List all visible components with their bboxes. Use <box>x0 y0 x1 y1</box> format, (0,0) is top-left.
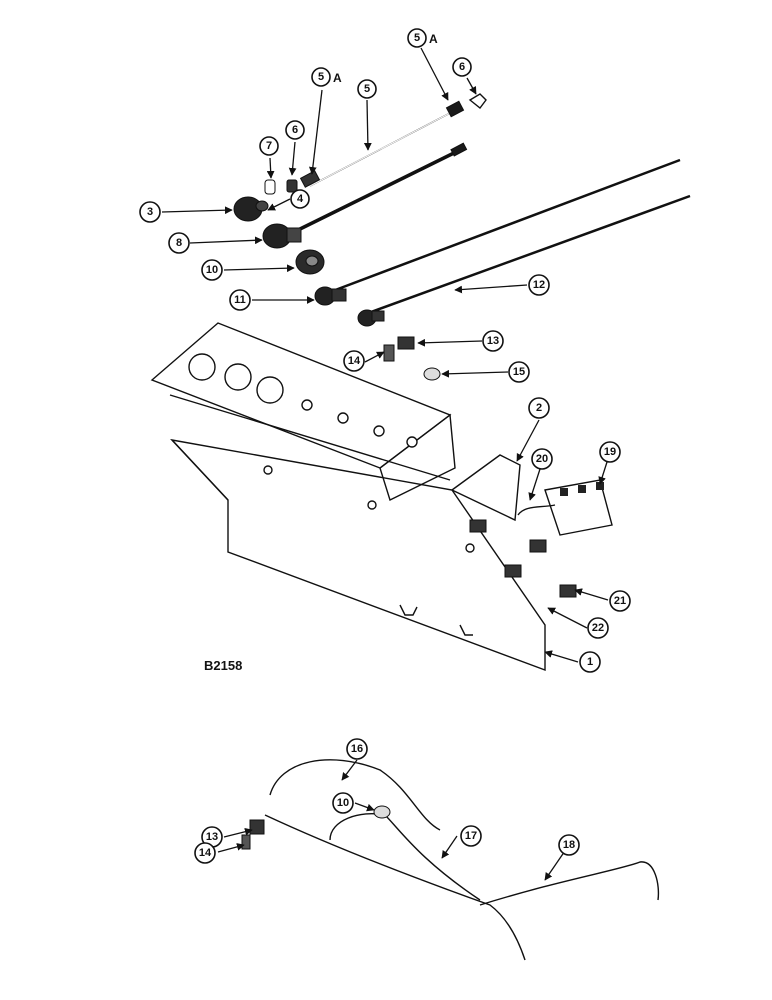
svg-text:14: 14 <box>348 355 361 367</box>
callout-1: 1 <box>579 651 601 673</box>
svg-text:1: 1 <box>587 656 593 668</box>
svg-text:6: 6 <box>459 61 465 73</box>
knob-12-handle <box>357 309 385 327</box>
callout-wiring-13: 13 <box>201 826 223 848</box>
svg-text:7: 7 <box>266 140 272 152</box>
callout-14: 14 <box>343 350 365 372</box>
callout-20: 20 <box>531 448 553 470</box>
svg-text:20: 20 <box>536 453 548 465</box>
svg-text:14: 14 <box>199 847 212 859</box>
callout-11: 11 <box>229 289 251 311</box>
callout-15: 15 <box>508 361 530 383</box>
callout-5a-left: 5 <box>311 67 331 87</box>
callout-19: 19 <box>599 441 621 463</box>
small-fittings <box>264 170 321 195</box>
svg-text:16: 16 <box>351 743 363 755</box>
knob-8 <box>262 223 302 249</box>
knob-3 <box>233 196 269 222</box>
svg-text:5: 5 <box>318 71 324 83</box>
svg-text:11: 11 <box>234 294 246 306</box>
svg-text:15: 15 <box>513 366 525 378</box>
callout-8: 8 <box>168 232 190 254</box>
callout-6-left: 6 <box>285 120 305 140</box>
callout-5a-right: 5 <box>407 28 427 48</box>
hand-throttle-cable <box>329 158 691 318</box>
callout-wiring-17: 17 <box>460 825 482 847</box>
throttle-cable <box>309 93 487 187</box>
panel-support <box>170 438 577 672</box>
callout-5a-left-suffix: A <box>333 71 342 85</box>
svg-text:6: 6 <box>292 124 298 136</box>
callout-5a-right-suffix: A <box>429 32 438 46</box>
light-bulb <box>423 367 441 381</box>
callout-12: 12 <box>528 274 550 296</box>
callout-3: 3 <box>139 201 161 223</box>
svg-text:21: 21 <box>614 595 626 607</box>
callout-wiring-18: 18 <box>558 834 580 856</box>
svg-text:8: 8 <box>176 237 182 249</box>
callout-7: 7 <box>259 136 279 156</box>
instrument-panel <box>150 322 456 501</box>
svg-text:5: 5 <box>414 32 420 44</box>
callout-21: 21 <box>609 590 631 612</box>
wiring-harness <box>241 759 660 961</box>
svg-text:13: 13 <box>487 335 499 347</box>
callout-4: 4 <box>290 189 310 209</box>
choke-cable <box>297 142 468 232</box>
callout-13: 13 <box>482 330 504 352</box>
svg-text:22: 22 <box>592 622 604 634</box>
callout-2: 2 <box>528 397 550 419</box>
callout-wiring-10: 10 <box>332 792 354 814</box>
callout-10: 10 <box>201 259 223 281</box>
leader-lines <box>161 47 609 881</box>
svg-text:4: 4 <box>297 193 304 205</box>
callout-5: 5 <box>357 79 377 99</box>
knob-10 <box>295 249 325 275</box>
svg-text:12: 12 <box>533 279 545 291</box>
callout-wiring-16: 16 <box>346 738 368 760</box>
callout-22: 22 <box>587 617 609 639</box>
svg-text:10: 10 <box>206 264 218 276</box>
callout-wiring-14: 14 <box>194 842 216 864</box>
knob-11 <box>314 286 347 306</box>
svg-text:5: 5 <box>364 83 370 95</box>
svg-text:13: 13 <box>206 831 218 843</box>
ignition-switch <box>383 336 415 362</box>
svg-text:3: 3 <box>147 206 153 218</box>
svg-text:17: 17 <box>465 830 477 842</box>
fuse-block <box>517 479 613 536</box>
callout-6-right: 6 <box>452 57 472 77</box>
svg-text:10: 10 <box>337 797 349 809</box>
svg-text:18: 18 <box>563 839 575 851</box>
figure-code: B2158 <box>204 658 242 673</box>
svg-text:2: 2 <box>536 402 542 414</box>
svg-text:19: 19 <box>604 446 616 458</box>
